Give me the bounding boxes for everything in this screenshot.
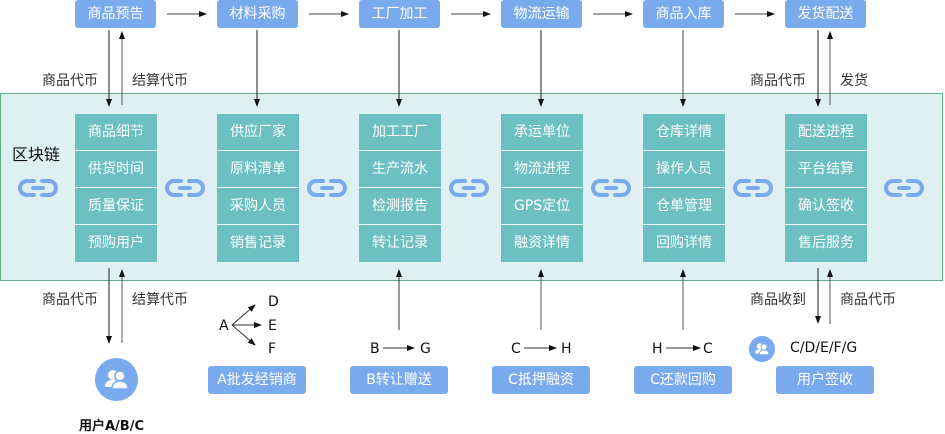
flow-node-g: G [420, 341, 431, 357]
cell[interactable]: 承运单位 [501, 114, 583, 151]
label-product-token: 商品代币 [750, 73, 806, 89]
label-product-token: 商品代币 [42, 73, 98, 89]
cell[interactable]: 仓库详情 [643, 114, 725, 151]
cell[interactable]: 预购用户 [75, 225, 157, 262]
step-factory-processing[interactable]: 工厂加工 [359, 0, 440, 28]
users-icon[interactable] [749, 336, 775, 362]
cell[interactable]: 配送进程 [785, 114, 867, 151]
step-product-preview[interactable]: 商品预告 [75, 0, 156, 28]
cell[interactable]: 原料清单 [217, 151, 299, 188]
chain-link-icon [884, 179, 924, 197]
cell[interactable]: 生产流水 [359, 151, 441, 188]
column-factory: 加工工厂 生产流水 检测报告 转让记录 [359, 114, 441, 262]
cell[interactable]: 售后服务 [785, 225, 867, 262]
cell[interactable]: 供货时间 [75, 151, 157, 188]
chain-link-icon [165, 179, 205, 197]
cell[interactable]: 质量保证 [75, 188, 157, 225]
flow-node-b: B [370, 341, 380, 357]
column-delivery: 配送进程 平台结算 确认签收 售后服务 [785, 114, 867, 262]
label-product-token: 商品代币 [42, 292, 98, 308]
cell[interactable]: 确认签收 [785, 188, 867, 225]
arrow-a-f [231, 324, 256, 346]
cell[interactable]: 供应厂家 [217, 114, 299, 151]
label-ship: 发货 [840, 73, 868, 89]
label-goods-received: 商品收到 [750, 292, 806, 308]
chain-link-icon [18, 179, 58, 197]
flow-node-d: D [268, 294, 279, 310]
flow-node-h: H [561, 341, 572, 357]
cell[interactable]: GPS定位 [501, 188, 583, 225]
arrow-a-d [231, 304, 256, 326]
step-material-purchase[interactable]: 材料采购 [217, 0, 298, 28]
cell[interactable]: 平台结算 [785, 151, 867, 188]
cell[interactable]: 商品细节 [75, 114, 157, 151]
label-settlement-token: 结算代币 [132, 292, 188, 308]
cell[interactable]: 采购人员 [217, 188, 299, 225]
chain-link-icon [307, 179, 347, 197]
chain-link-icon [449, 179, 489, 197]
chain-link-icon [733, 179, 773, 197]
cell[interactable]: 销售记录 [217, 225, 299, 262]
blockchain-label: 区块链 [12, 145, 61, 164]
flow-node-e: E [268, 318, 277, 334]
cell[interactable]: 操作人员 [643, 151, 725, 188]
label-product-token: 商品代币 [840, 292, 896, 308]
flow-node-h: H [652, 341, 663, 357]
cell[interactable]: 转让记录 [359, 225, 441, 262]
step-logistics[interactable]: 物流运输 [501, 0, 582, 28]
flow-node-c: C [703, 341, 713, 357]
sign-users: C/D/E/F/G [790, 340, 858, 356]
users-icon[interactable] [95, 358, 138, 401]
box-transfer-gift[interactable]: B转让赠送 [350, 366, 448, 394]
cell[interactable]: 加工工厂 [359, 114, 441, 151]
cell[interactable]: 融资详情 [501, 225, 583, 262]
cell[interactable]: 仓单管理 [643, 188, 725, 225]
chain-link-icon [591, 179, 631, 197]
flow-node-f: F [268, 341, 277, 357]
cell[interactable]: 回购详情 [643, 225, 725, 262]
cell[interactable]: 检测报告 [359, 188, 441, 225]
column-product: 商品细节 供货时间 质量保证 预购用户 [75, 114, 157, 262]
flow-node-a: A [219, 318, 229, 334]
column-warehouse: 仓库详情 操作人员 仓单管理 回购详情 [643, 114, 725, 262]
column-material: 供应厂家 原料清单 采购人员 销售记录 [217, 114, 299, 262]
column-logistics: 承运单位 物流进程 GPS定位 融资详情 [501, 114, 583, 262]
box-repayment-buyback[interactable]: C还款回购 [634, 366, 732, 394]
box-wholesale-dealer[interactable]: A批发经销商 [208, 366, 306, 394]
flow-node-c: C [511, 341, 521, 357]
box-mortgage-finance[interactable]: C抵押融资 [492, 366, 590, 394]
label-settlement-token: 结算代币 [132, 73, 188, 89]
step-warehousing[interactable]: 商品入库 [643, 0, 724, 28]
step-delivery[interactable]: 发货配送 [785, 0, 866, 28]
users-label: 用户A/B/C [79, 419, 145, 434]
cell[interactable]: 物流进程 [501, 151, 583, 188]
box-user-sign[interactable]: 用户签收 [776, 366, 874, 394]
